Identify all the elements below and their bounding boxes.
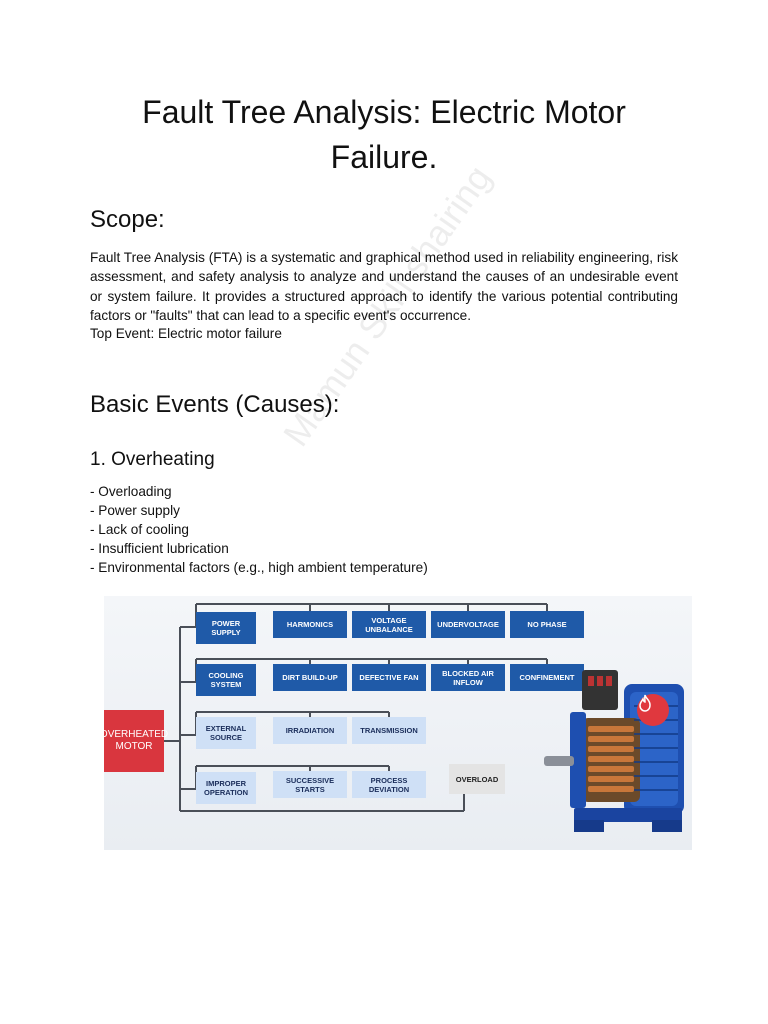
leaf-node: NO PHASE xyxy=(510,611,584,638)
leaf-node: OVERLOAD xyxy=(449,764,505,794)
basic-events-heading: Basic Events (Causes): xyxy=(90,391,340,418)
leaf-node: UNDERVOLTAGE xyxy=(431,611,505,638)
list-item: - Insufficient lubrication xyxy=(90,541,229,556)
leaf-node: DIRT BUILD-UP xyxy=(273,664,347,691)
list-item: - Lack of cooling xyxy=(90,522,189,537)
root-node: OVERHEATED MOTOR xyxy=(104,710,168,772)
branch-node: COOLING SYSTEM xyxy=(196,664,256,696)
leaf-node: DEFECTIVE FAN xyxy=(352,664,426,691)
connector-lines xyxy=(162,603,548,812)
leaf-node: IRRADIATION xyxy=(273,717,347,744)
scope-paragraph: Fault Tree Analysis (FTA) is a systemati… xyxy=(90,250,678,324)
leaf-node: SUCCESSIVE STARTS xyxy=(273,771,347,798)
branch-node: EXTERNAL SOURCE xyxy=(196,717,256,749)
scope-heading: Scope: xyxy=(90,206,165,233)
leaf-node: HARMONICS xyxy=(273,611,347,638)
flame-icon xyxy=(637,694,669,726)
branch-node: POWER SUPPLY xyxy=(196,612,256,644)
branch-node: IMPROPER OPERATION xyxy=(196,772,256,804)
document-title: Fault Tree Analysis: Electric Motor Fail… xyxy=(142,94,626,175)
list-item: - Environmental factors (e.g., high ambi… xyxy=(90,560,428,575)
leaf-node: VOLTAGE UNBALANCE xyxy=(352,611,426,638)
leaf-node: CONFINEMENT xyxy=(510,664,584,691)
leaf-node: PROCESS DEVIATION xyxy=(352,771,426,798)
top-event-text: Top Event: Electric motor failure xyxy=(90,326,282,341)
list-item: - Power supply xyxy=(90,503,180,518)
list-item: - Overloading xyxy=(90,484,172,499)
fault-tree-figure: OVERHEATED MOTOR POWER SUPPLY COOLING SY… xyxy=(104,596,692,850)
leaf-node: BLOCKED AIR INFLOW xyxy=(431,664,505,691)
overheating-heading: 1. Overheating xyxy=(90,449,215,470)
leaf-node: TRANSMISSION xyxy=(352,717,426,744)
causes-list: - Overloading - Power supply - Lack of c… xyxy=(90,482,428,577)
